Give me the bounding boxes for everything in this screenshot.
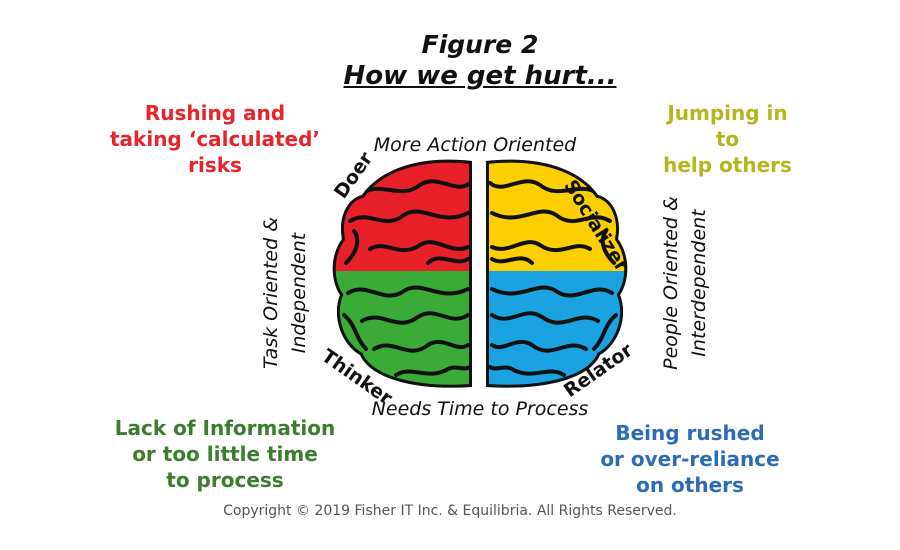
caption-bottom-left-line-2: or too little time (132, 442, 318, 466)
figure-title: Figure 2 How we get hurt... (0, 30, 900, 91)
axis-bottom-label: Needs Time to Process (371, 398, 589, 420)
left-gyri (342, 179, 472, 377)
caption-top-right-line-1: Jumping in (667, 101, 788, 125)
axis-left-line-1: Task Oriented & (260, 216, 282, 370)
axis-right-line-2: Interdependent (688, 209, 710, 357)
axis-top-label: More Action Oriented (373, 134, 577, 156)
caption-top-right-line-3: help others (663, 153, 792, 177)
figure-label: Figure 2 (421, 30, 539, 59)
caption-top-left: Rushing and taking ‘calculated’ risks (100, 100, 330, 178)
caption-bottom-right-line-1: Being rushed (615, 421, 765, 445)
axis-right-label: People Oriented & Interdependent (657, 173, 713, 393)
copyright-notice: Copyright © 2019 Fisher IT Inc. & Equili… (223, 503, 677, 519)
caption-bottom-right-line-2: or over-reliance (600, 447, 780, 471)
caption-top-left-line-3: risks (188, 153, 242, 177)
caption-bottom-left-line-1: Lack of Information (114, 416, 336, 440)
caption-bottom-right-line-3: on others (636, 473, 744, 497)
caption-bottom-left-line-3: to process (166, 468, 284, 492)
caption-bottom-right: Being rushed or over-reliance on others (580, 420, 800, 498)
caption-top-left-line-2: taking ‘calculated’ (109, 127, 321, 151)
right-hemisphere (486, 159, 628, 388)
caption-top-right-line-2: to (715, 127, 740, 151)
figure-subtitle: How we get hurt... (343, 61, 617, 91)
caption-top-right: Jumping in to help others (635, 100, 820, 178)
axis-right-line-1: People Oriented & (660, 196, 682, 370)
caption-bottom-left: Lack of Information or too little time t… (95, 415, 355, 493)
caption-top-left-line-1: Rushing and (144, 101, 286, 125)
brain-diagram (332, 159, 628, 388)
right-gyri (488, 179, 618, 377)
